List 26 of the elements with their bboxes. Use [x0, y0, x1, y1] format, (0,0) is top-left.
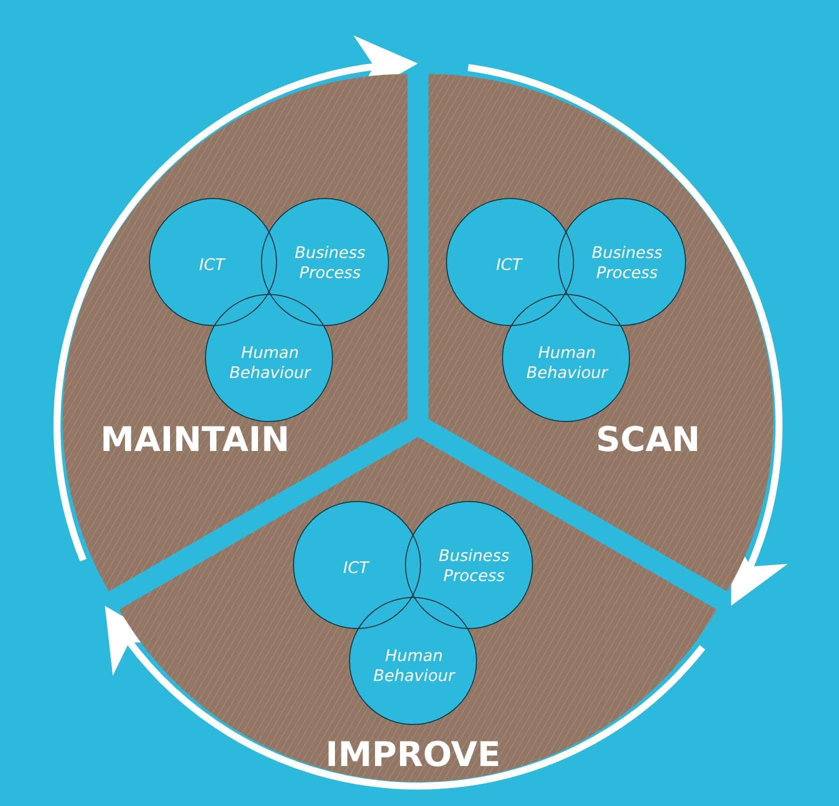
venn-circle [293, 501, 421, 629]
venn-circle [558, 198, 686, 326]
stage-title: MAINTAIN [100, 420, 290, 460]
venn-circle [149, 198, 277, 326]
venn-circle [349, 597, 477, 725]
circle-label: Human Behaviour [372, 646, 456, 686]
circle-label: Human Behaviour [525, 343, 610, 383]
circle-label: Business Process [590, 243, 664, 283]
cycle-sector [428, 74, 774, 592]
cycle-sector [62, 74, 408, 592]
circle-label: Human Behaviour [228, 343, 312, 383]
cycle-arrow [104, 606, 706, 790]
stage-title: SCAN [596, 420, 700, 460]
venn-circle [446, 198, 574, 326]
stage-title: IMPROVE [325, 735, 501, 775]
venn-circle [261, 198, 389, 326]
venn-circle [405, 501, 533, 629]
circle-label: ICT [342, 558, 371, 578]
circle-label: Business Process [438, 546, 510, 586]
venn-circle [502, 294, 630, 422]
venn-circle [205, 294, 333, 422]
circle-label: ICT [495, 255, 524, 275]
cycle-arrow [54, 38, 418, 562]
circle-label: Business Process [294, 243, 366, 283]
cycle-arrow [468, 64, 786, 606]
circle-label: ICT [198, 255, 227, 275]
